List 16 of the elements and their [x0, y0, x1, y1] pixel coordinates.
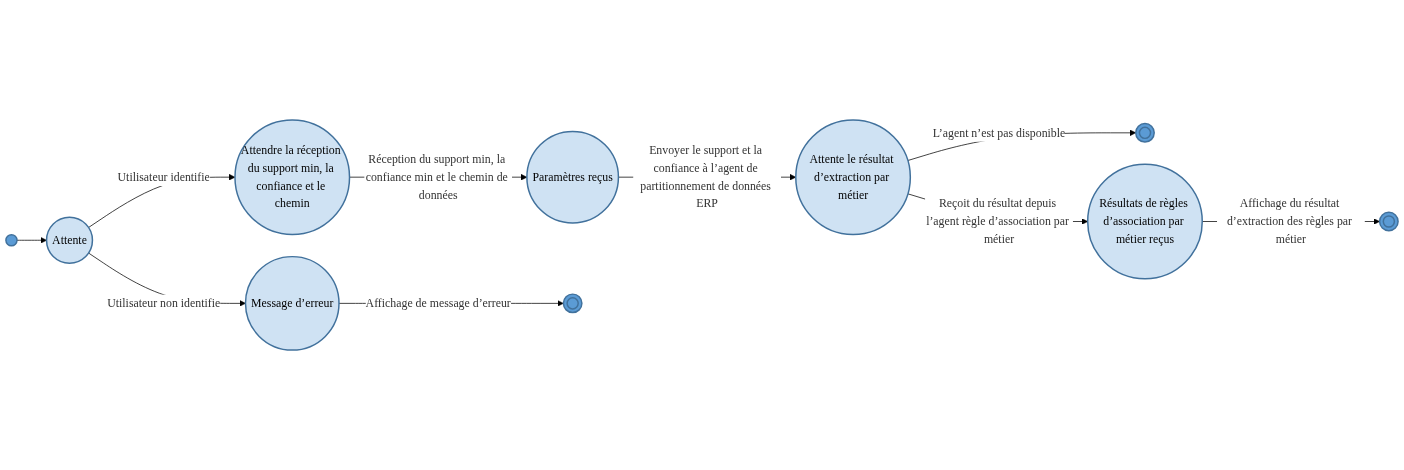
edge-label: Utilisateur non identifie	[107, 296, 221, 310]
edge-label: L’agent n’est pas disponible	[932, 126, 1066, 139]
node-circle: Attente le résultat d’extraction par métier	[795, 119, 912, 236]
node-circle: Résultats de règles d’association par métier reçus	[1086, 163, 1203, 280]
edge-label: Affichage du résultat d’extraction des règles par métier	[1226, 197, 1352, 246]
node-circle: Message d’erreur	[244, 255, 340, 351]
node-circle: Paramètres reçus	[526, 130, 620, 224]
edge-label: Reçoit du résultat depuis l’agent règle d’association par métier	[926, 197, 1069, 246]
node-bullseye	[562, 293, 583, 314]
node-circle: Attente	[45, 216, 94, 264]
node-circle	[5, 234, 18, 247]
edge-label: Envoyer le support et la confiance à l’agent de partitionnement de données ERP	[640, 143, 771, 210]
edge-label: Affichage de message d’erreur	[365, 296, 511, 310]
edge-label: Utilisateur identifie	[117, 170, 210, 184]
edge-label: Réception du support min, la confiance min et le chemin de données	[365, 152, 508, 201]
node-circle: Attendre la réception du support min, la confiance et le chemin	[234, 119, 351, 236]
